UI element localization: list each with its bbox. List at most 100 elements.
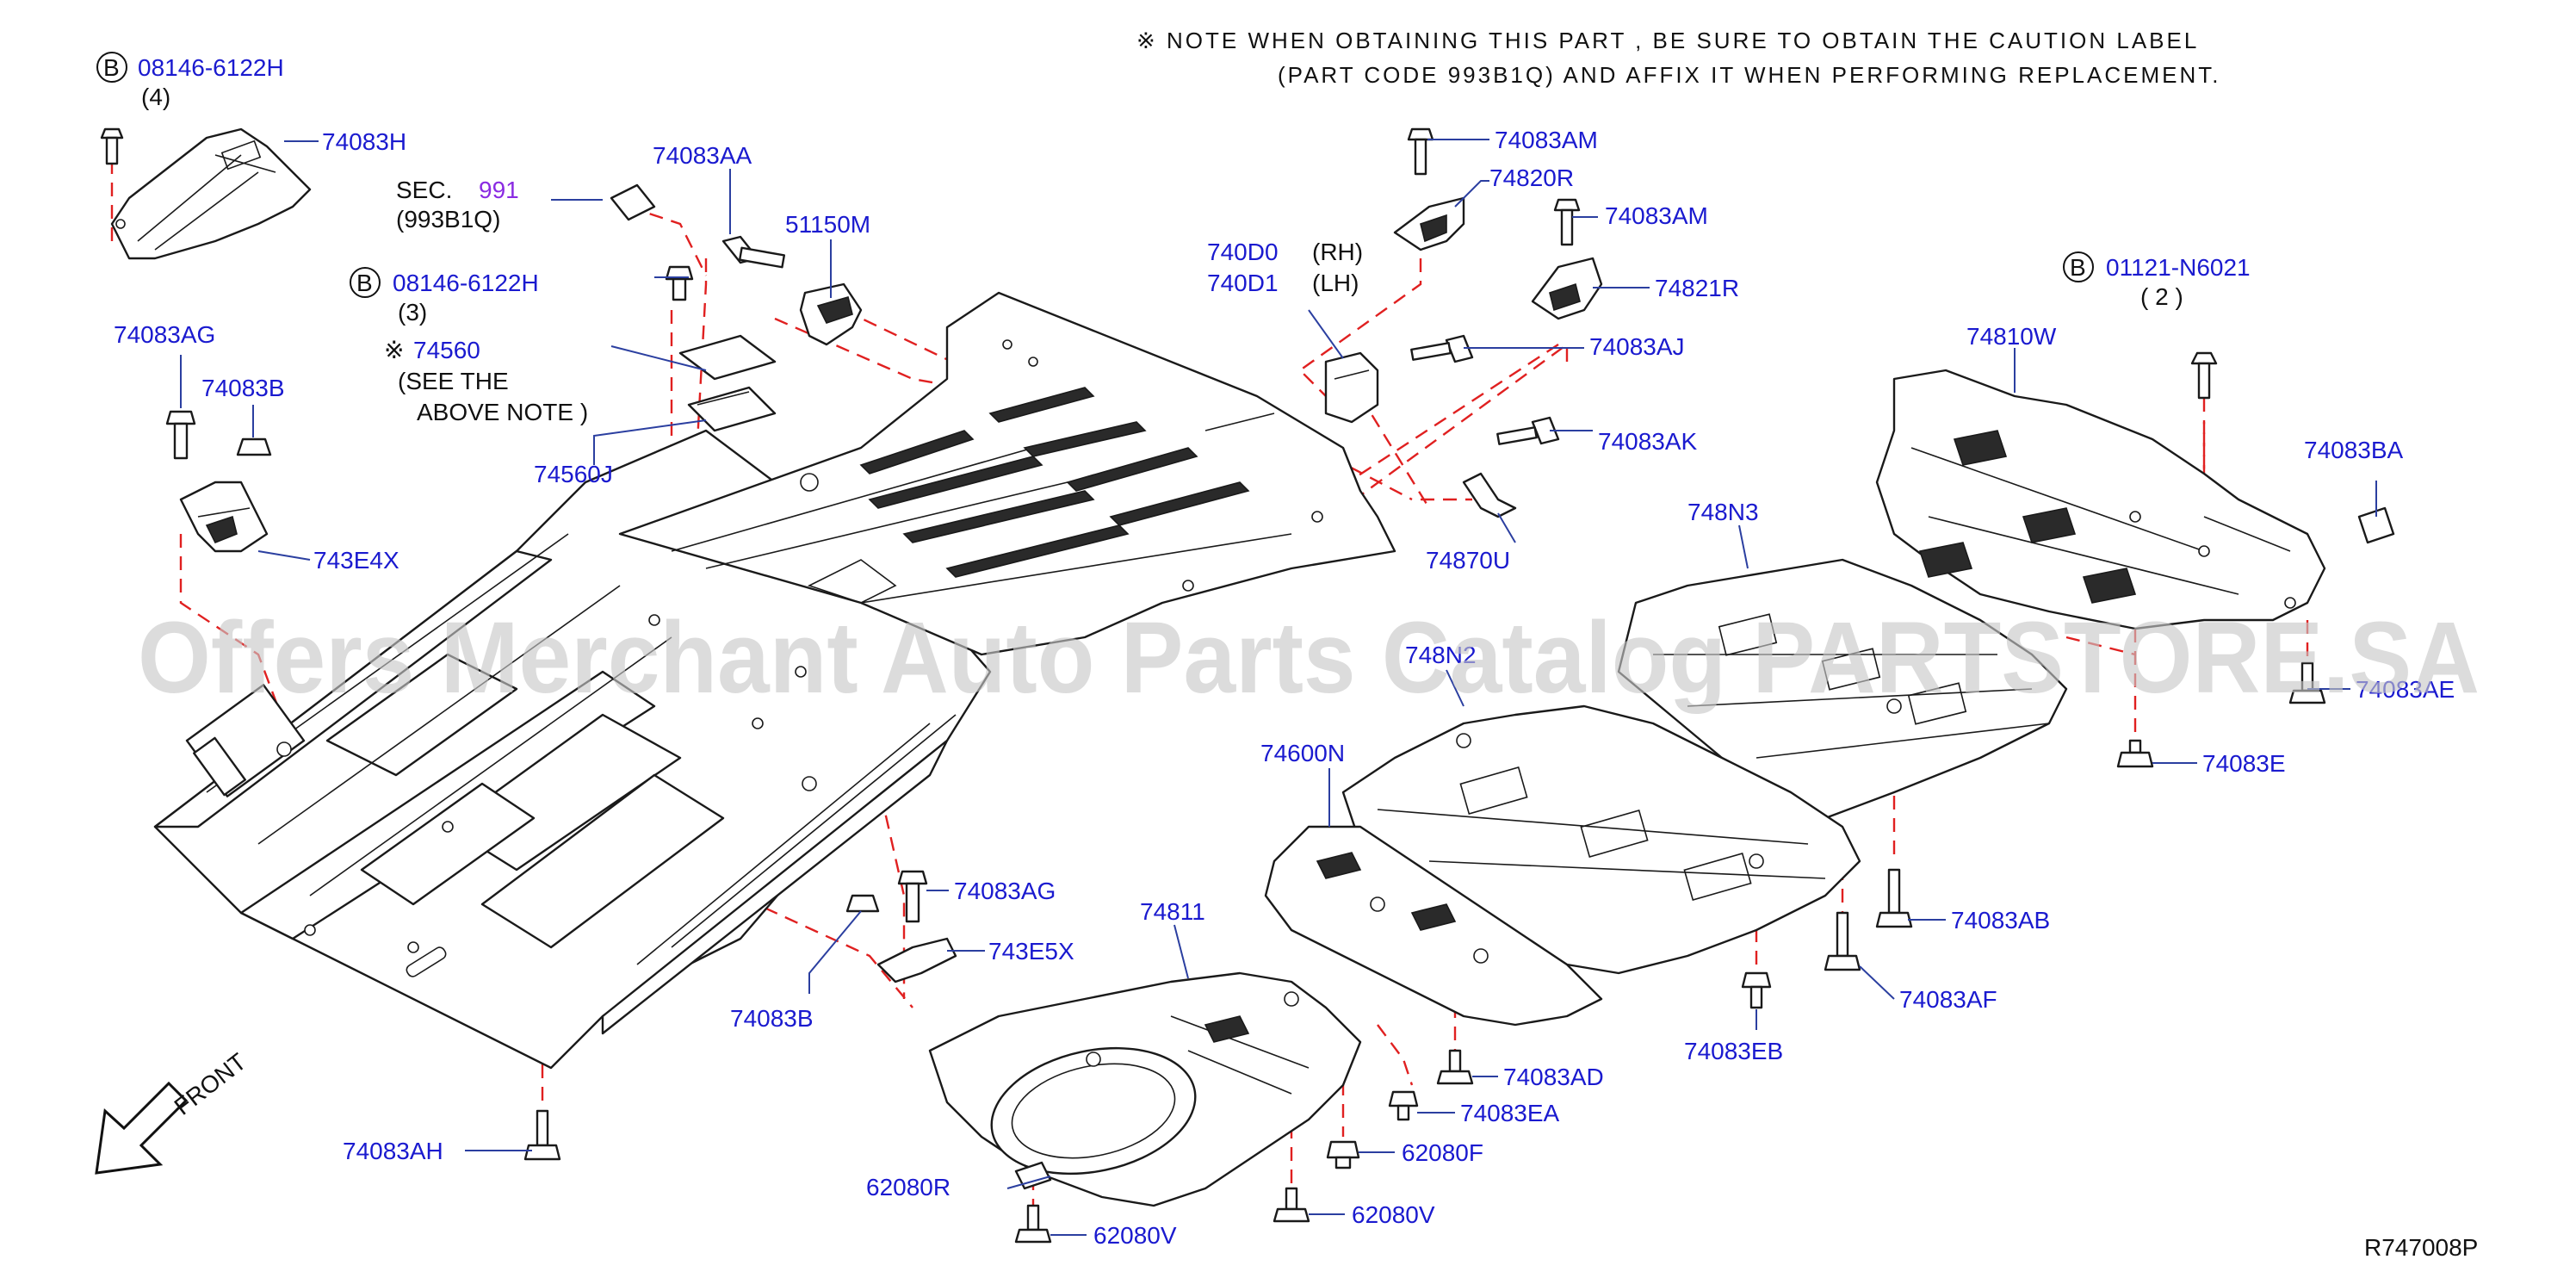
b-badge-icon [96, 52, 127, 83]
watermark: Offers Merchant Auto Parts Catalog PARTS… [138, 601, 2480, 715]
asterisk-mark: ※ [384, 337, 404, 363]
callout-743E4X[interactable]: 743E4X [313, 547, 399, 574]
caution-note: ※ NOTE WHEN OBTAINING THIS PART , BE SUR… [1136, 28, 2220, 88]
callout-74870U[interactable]: 74870U [1426, 547, 1510, 574]
callout-74083AJ[interactable]: 74083AJ [1589, 333, 1685, 360]
clip-74870U [1462, 472, 1517, 518]
asterisk-note-line-2: ABOVE NOTE ) [417, 399, 588, 425]
clip-62080F [1326, 1140, 1360, 1169]
front-label: FRONT [170, 1048, 251, 1120]
nut-icon [236, 437, 272, 456]
callout-74083EB[interactable]: 74083EB [1684, 1038, 1783, 1064]
bolt-icon [2190, 351, 2218, 400]
callout-74821R[interactable]: 74821R [1655, 275, 1739, 301]
bolt-icon [665, 265, 694, 301]
bracket-743E5X [845, 870, 957, 983]
callout-748N2[interactable]: 748N2 [1405, 642, 1477, 668]
bolt-74083EB [1741, 971, 1772, 1009]
callout-743E5X[interactable]: 743E5X [988, 938, 1074, 965]
bolt-62080V-left [1014, 1204, 1052, 1244]
section-ref: SEC. 991 (993B1Q) [396, 177, 519, 233]
callout-74811[interactable]: 74811 [1140, 898, 1205, 925]
fasteners-lower [523, 661, 2326, 1244]
undercover-74600N [1264, 825, 1603, 1027]
front-indicator: FRONT [95, 1048, 251, 1175]
callout-62080F[interactable]: 62080F [1402, 1139, 1483, 1166]
callout-62080V-2[interactable]: 62080V [1093, 1222, 1177, 1249]
bolt-ref-2: B 08146-6122H (3) [350, 267, 539, 326]
asterisk-part: ※ 74560 (SEE THE ABOVE NOTE ) [384, 337, 588, 425]
callout-74810W[interactable]: 74810W [1966, 323, 2057, 350]
callout-74083AA[interactable]: 74083AA [653, 142, 752, 169]
label-and-seal [610, 183, 777, 432]
bracket-74821R [1531, 198, 1603, 320]
bolt-ref-code[interactable]: 08146-6122H [393, 270, 539, 296]
diagram-id: R747008P [2364, 1234, 2478, 1261]
bolt-icon [1407, 127, 1434, 176]
callout-74083AB[interactable]: 74083AB [1951, 907, 2050, 934]
b-badge-icon [350, 267, 381, 298]
bracket-74820R [1393, 127, 1465, 251]
bolt-74083AD [1436, 1049, 1474, 1085]
section-code: (993B1Q) [396, 206, 500, 233]
bracket-74083H [100, 127, 312, 260]
callout-740D1[interactable]: 740D1 [1207, 270, 1279, 296]
bolt-74083AJ [1410, 334, 1474, 363]
callout-74083AD[interactable]: 74083AD [1503, 1064, 1604, 1090]
leader-lines [180, 139, 2377, 1236]
callout-74600N[interactable]: 74600N [1260, 740, 1345, 766]
bolt-ref-code[interactable]: 08146-6122H [138, 54, 284, 81]
bolt-74083E [2116, 739, 2154, 768]
callout-74083AF[interactable]: 74083AF [1899, 986, 1997, 1013]
callout-74083AM[interactable]: 74083AM [1495, 127, 1598, 153]
callout-74083H[interactable]: 74083H [322, 128, 406, 155]
callout-74820R[interactable]: 74820R [1489, 164, 1574, 191]
bolt-74083AB [1875, 868, 1913, 928]
bolt-icon [165, 410, 196, 460]
callout-748N3[interactable]: 748N3 [1687, 499, 1759, 525]
bolt-74083AH [523, 1109, 561, 1161]
asterisk-note-line-1: (SEE THE [398, 368, 509, 394]
callout-74083B[interactable]: 74083B [201, 375, 285, 401]
callout-51150M[interactable]: 51150M [785, 211, 870, 238]
callout-62080R[interactable]: 62080R [866, 1174, 951, 1200]
callout-74083AH[interactable]: 74083AH [343, 1138, 443, 1164]
note-line-2: (PART CODE 993B1Q) AND AFFIX IT WHEN PER… [1278, 62, 2220, 88]
callout-74083AE[interactable]: 74083AE [2356, 676, 2455, 703]
callout-74083AG-2[interactable]: 74083AG [954, 878, 1056, 904]
part-callouts: 74083H 74083AA 51150M 74560J 74083AG 740… [114, 127, 2455, 1249]
side-labels: 740D0 (RH) 740D1 (LH) [1207, 239, 1363, 296]
bolt-74083EA [1388, 1090, 1419, 1121]
lh-label: (LH) [1312, 270, 1359, 296]
bolt-ref-qty: ( 2 ) [2140, 283, 2183, 310]
nut-icon [845, 894, 880, 913]
b-badge-icon [2063, 251, 2094, 282]
callout-740D0[interactable]: 740D0 [1207, 239, 1279, 265]
bolt-ref-code[interactable]: 01121-N6021 [2106, 254, 2251, 281]
callout-74083AM-2[interactable]: 74083AM [1605, 202, 1708, 229]
bolt-ref-qty: (4) [141, 84, 170, 110]
floor-panel-rear [618, 291, 1396, 656]
bracket-740D0 [1324, 351, 1379, 424]
bolt-62080V-right [1273, 1187, 1310, 1223]
bolt-ref-qty: (3) [398, 299, 427, 326]
callout-74083AK[interactable]: 74083AK [1598, 428, 1698, 455]
bolt-ref-3: B 01121-N6021 ( 2 ) [2063, 251, 2251, 310]
rh-label: (RH) [1312, 239, 1363, 265]
bolt-74083AK [1496, 416, 1560, 445]
clip-62080R [1014, 1161, 1052, 1190]
callout-62080V[interactable]: 62080V [1352, 1201, 1435, 1228]
callout-74083EA[interactable]: 74083EA [1460, 1100, 1560, 1126]
callout-74083E[interactable]: 74083E [2202, 750, 2286, 777]
section-number-link[interactable]: 991 [479, 177, 519, 203]
note-line-1: ※ NOTE WHEN OBTAINING THIS PART , BE SUR… [1136, 28, 2199, 53]
callout-74083B-2[interactable]: 74083B [730, 1005, 814, 1032]
undercover-748N3 [1617, 558, 2068, 820]
callout-74083BA[interactable]: 74083BA [2304, 437, 2404, 463]
callout-74083AG[interactable]: 74083AG [114, 321, 215, 348]
bolt-74083AE [2288, 661, 2326, 704]
callout-74560[interactable]: 74560 [413, 337, 480, 363]
callout-74560J[interactable]: 74560J [534, 461, 613, 487]
section-label: SEC. [396, 177, 452, 203]
